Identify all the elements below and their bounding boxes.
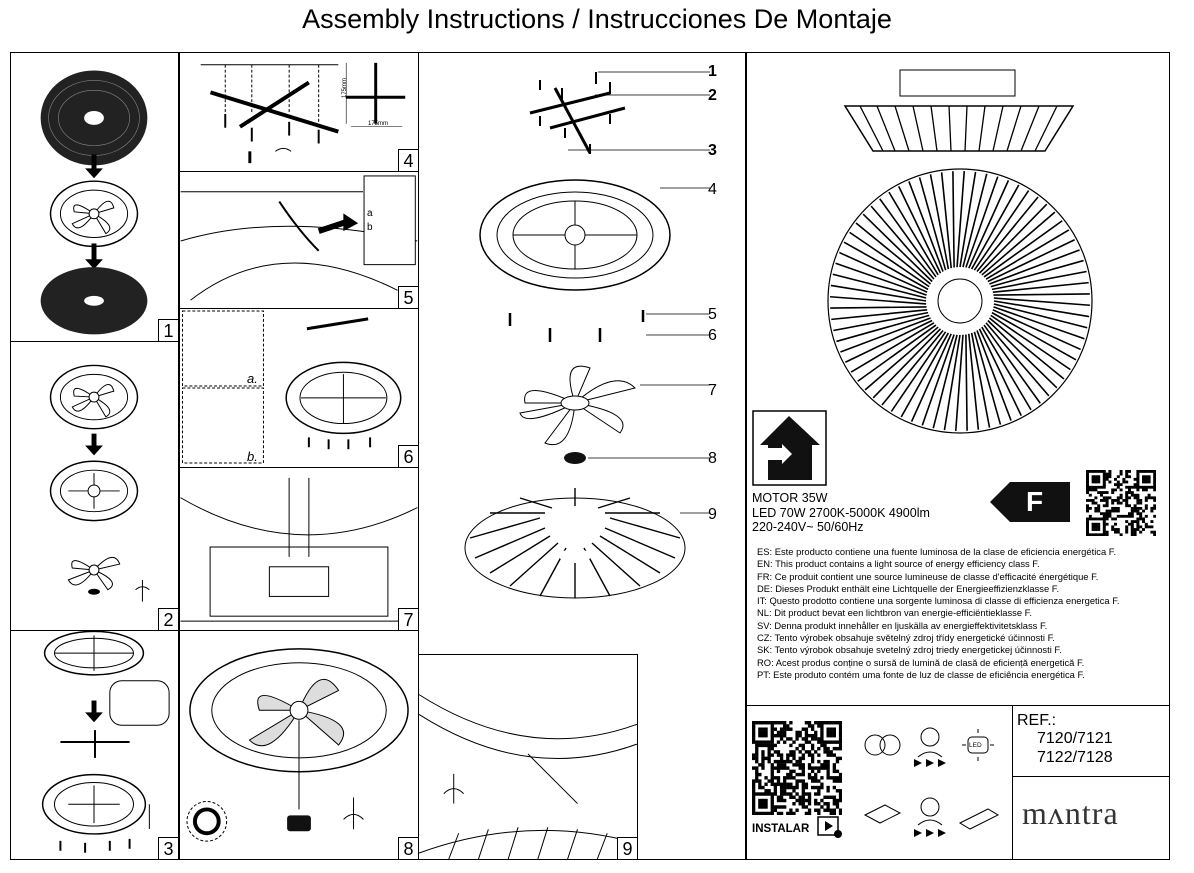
- cage-lines: [464, 488, 686, 599]
- dimension-label: 175mm: [368, 121, 389, 127]
- part-callout-8: 8: [708, 450, 717, 467]
- led-spec: LED 70W 2700K-5000K 4900lm: [752, 505, 930, 520]
- part-callout-6: 6: [708, 327, 717, 344]
- product-illustration: [827, 69, 1093, 434]
- step-7-drawing: [180, 477, 418, 622]
- step-2-drawing: [49, 364, 150, 602]
- ref-brand-divider: [1012, 776, 1170, 778]
- bottom-divider: [745, 705, 1170, 707]
- step-1-drawing: [40, 70, 148, 335]
- step-3-panel: 3: [10, 630, 179, 860]
- step-8-drawing: [186, 648, 409, 842]
- cage-spokes: [830, 171, 1090, 431]
- step-9-panel: 9: [418, 654, 638, 860]
- compliance-line: PT: Este produto contém uma fonte de luz…: [757, 668, 1085, 680]
- part-callout-2: 2: [708, 87, 717, 104]
- step-3-drawing: [41, 631, 170, 853]
- step-7-panel: 7: [179, 467, 419, 631]
- step-number: 7: [398, 608, 418, 630]
- compliance-line: FR: Ce produit contient une source lumin…: [757, 570, 1099, 582]
- part-callout-1: 1: [708, 63, 717, 80]
- part-callout-7: 7: [708, 382, 717, 399]
- led-bulb-icon: [864, 734, 901, 756]
- step-number: 9: [617, 837, 637, 859]
- step-6-drawing: [181, 310, 402, 464]
- step-number: 1: [158, 319, 178, 341]
- step-number: 5: [398, 286, 418, 308]
- step-2-panel: 2: [10, 341, 179, 631]
- part-callout-5: 5: [708, 306, 717, 323]
- part-callout-4: 4: [708, 181, 717, 198]
- compliance-line: SK: Tento výrobok obsahuje svetelný zdro…: [757, 644, 1062, 656]
- exploded-parts-drawing: [464, 71, 710, 599]
- ref-box-divider: [1012, 705, 1014, 860]
- step-5-drawing: [180, 175, 418, 301]
- install-label: INSTALAR: [752, 823, 810, 835]
- step-label: a.: [247, 371, 258, 386]
- compliance-line: CZ: Tento výrobek obsahuje světelný zdro…: [757, 632, 1055, 644]
- step-label: a: [367, 208, 373, 219]
- step-number: 3: [158, 837, 178, 859]
- step-label: b: [367, 222, 373, 233]
- ref-label: REF.:: [1017, 712, 1057, 729]
- step-9-drawing: [419, 694, 637, 859]
- led-icon-text: LED: [969, 742, 982, 749]
- step-4-drawing: [200, 62, 406, 164]
- ref-number: 7122/7128: [1037, 749, 1113, 766]
- compliance-line: IT: Questo prodotto contiene una sorgent…: [757, 595, 1120, 607]
- compliance-text: ES: Este producto contiene una fuente lu…: [757, 546, 1167, 681]
- step-8-panel: 8: [179, 630, 419, 860]
- motor-spec: MOTOR 35W: [752, 491, 828, 505]
- step-number: 8: [398, 837, 418, 859]
- compliance-line: SV: Denna produkt innehåller en ljuskäll…: [757, 619, 1048, 631]
- dimension-label: 175mm: [342, 77, 349, 99]
- part-callout-3: 3: [708, 142, 717, 159]
- ref-number: 7120/7121: [1037, 730, 1113, 747]
- voltage-spec: 220-240V~ 50/60Hz: [752, 520, 864, 534]
- compliance-line: NL: Dit product bevat een lichtbron van …: [757, 607, 1032, 619]
- cage-dome-drawing: [40, 70, 148, 166]
- step-4-panel: 175mm 175mm 4: [179, 52, 419, 172]
- energy-class-label: F: [990, 482, 1070, 522]
- page-title: Assembly Instructions / Instrucciones De…: [302, 4, 892, 34]
- house-energy-icon: [752, 410, 827, 486]
- safety-icons: [863, 727, 1000, 837]
- step-6-panel: a. b. 6: [179, 308, 419, 468]
- driver-icon: [863, 804, 902, 824]
- step-number: 2: [158, 608, 178, 630]
- product-specs: MOTOR 35W LED 70W 2700K-5000K 4900lm 220…: [752, 491, 930, 535]
- compliance-line: ES: Este producto contiene una fuente lu…: [757, 546, 1117, 557]
- part-callout-9: 9: [708, 506, 717, 523]
- led-icon: [962, 729, 994, 761]
- step-label: b.: [247, 449, 258, 464]
- brand-logo: mʌntra: [1022, 795, 1119, 831]
- step-5-panel: a b 5: [179, 171, 419, 309]
- step-1-panel: 1: [10, 52, 179, 342]
- compliance-line: RO: Acest produs conține o sursă de lumi…: [757, 656, 1085, 668]
- play-icon[interactable]: [817, 816, 845, 840]
- compliance-line: EN: This product contains a light source…: [757, 558, 1040, 570]
- technician-icon: [917, 727, 943, 758]
- right-column-divider: [745, 52, 747, 860]
- install-qr-code-icon[interactable]: [752, 721, 843, 816]
- compliance-line: DE: Dieses Produkt enthält eine Lichtque…: [757, 582, 1060, 594]
- energy-class-letter: F: [1026, 486, 1044, 517]
- step-number: 6: [398, 445, 418, 467]
- step-number: 4: [398, 149, 418, 171]
- qr-code-icon[interactable]: [1086, 470, 1157, 537]
